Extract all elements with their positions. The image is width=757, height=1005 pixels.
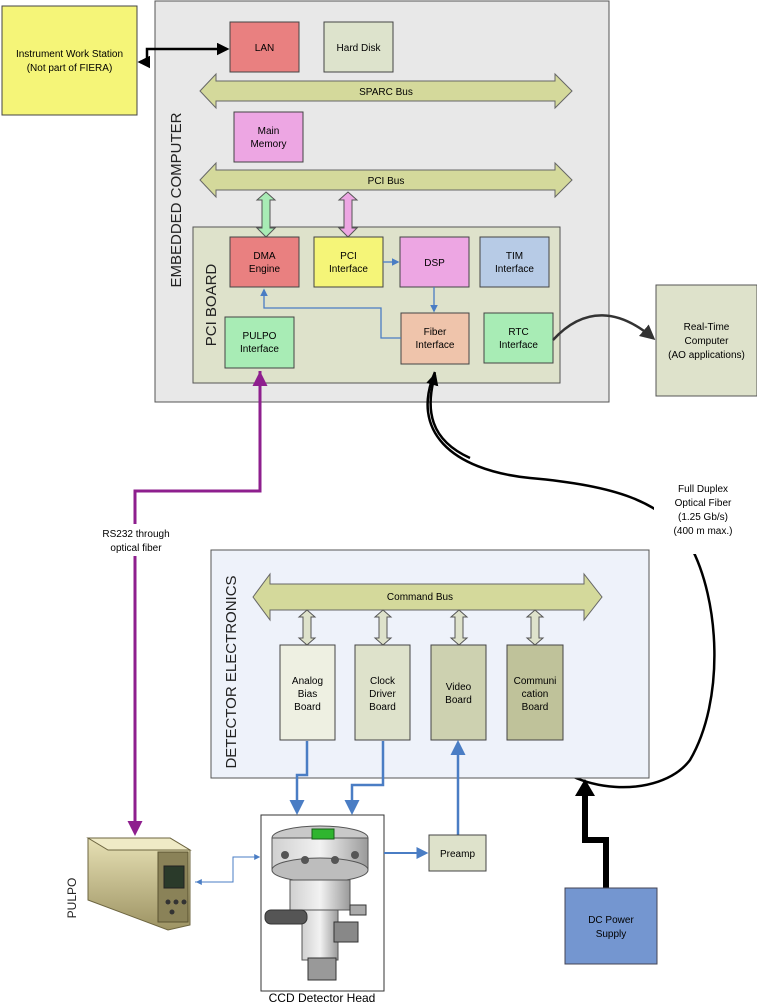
- pulpo-device: [86, 837, 192, 931]
- analog-bias-label-line-3: Board: [294, 702, 321, 713]
- preamp-box: Preamp: [428, 834, 487, 872]
- pci-bus-label: PCI Bus: [368, 176, 405, 187]
- lan-box: LAN: [229, 21, 300, 73]
- rs232-label-line-2: optical fiber: [110, 543, 162, 554]
- fiber-interface-label-line-2: Interface: [416, 340, 455, 351]
- clock-driver-label-line-2: Driver: [369, 689, 396, 700]
- rs232-label-line-1: RS232 through: [102, 529, 169, 540]
- analog-bias-label-line-2: Bias: [298, 689, 317, 700]
- dsp-box: DSP: [399, 236, 470, 288]
- main-memory-box: Main Memory: [233, 111, 304, 163]
- preamp-label: Preamp: [440, 849, 475, 860]
- rtc-link: [552, 314, 656, 341]
- clock-driver-label-line-1: Clock: [370, 676, 396, 687]
- fiber-interface-label-line-1: Fiber: [424, 327, 447, 338]
- analog-bias-label-line-1: Analog: [292, 676, 323, 687]
- rtc-computer-box: Real-Time Computer (AO applications): [655, 284, 757, 397]
- embedded-computer-label: EMBEDDED COMPUTER: [168, 112, 185, 287]
- ccd-label: CCD Detector Head: [269, 991, 376, 1005]
- main-memory-label-line-2: Memory: [250, 139, 286, 150]
- communication-board: Communi cation Board: [506, 644, 564, 741]
- detector-electronics-label: DETECTOR ELECTRONICS: [223, 575, 240, 768]
- sparc-bus-label: SPARC Bus: [359, 87, 413, 98]
- clock-driver-board: Clock Driver Board: [354, 644, 411, 741]
- dc-power-arrowhead: [575, 779, 595, 796]
- dma-engine-box: DMA Engine: [229, 236, 300, 288]
- pulpo-interface-label-line-1: PULPO: [243, 331, 277, 342]
- communication-label-line-2: cation: [522, 689, 549, 700]
- fiber-interface-box: Fiber Interface: [400, 312, 470, 365]
- main-memory-label-line-1: Main: [258, 126, 280, 137]
- analog-bias-board: Analog Bias Board: [279, 644, 336, 741]
- pulpo-label: PULPO: [65, 878, 79, 919]
- command-bus: Command Bus: [252, 572, 603, 622]
- tim-interface-label-line-2: Interface: [495, 264, 534, 275]
- fiber-label-line-4: (400 m max.): [674, 526, 733, 537]
- workstation-label-line-1: Instrument Work Station: [16, 49, 123, 60]
- video-board-label-line-1: Video: [446, 682, 472, 693]
- pci-board-label: PCI BOARD: [203, 264, 220, 347]
- rtc-computer-label-line-1: Real-Time: [684, 322, 730, 333]
- command-bus-label: Command Bus: [387, 592, 453, 603]
- dc-power-label-line-2: Supply: [596, 929, 627, 940]
- rtc-computer-label-line-3: (AO applications): [668, 350, 745, 361]
- clock-to-ccd-arrow: [344, 741, 385, 815]
- pci-bus: PCI Bus: [199, 161, 573, 199]
- hard-disk-box: Hard Disk: [323, 21, 394, 73]
- fiber-label-line-1: Full Duplex: [678, 484, 728, 495]
- dma-engine-label-line-2: Engine: [249, 264, 281, 275]
- rtc-interface-label-line-2: Interface: [499, 340, 538, 351]
- fiber-label-line-3: (1.25 Gb/s): [678, 512, 728, 523]
- pulpo-interface-box: PULPO Interface: [224, 316, 295, 369]
- pci-interface-label-line-2: Interface: [329, 264, 368, 275]
- dc-power-link: [582, 792, 609, 888]
- communication-label-line-1: Communi: [514, 676, 557, 687]
- fiber-label-line-2: Optical Fiber: [675, 498, 732, 509]
- tim-interface-label-line-1: TIM: [506, 251, 523, 262]
- clock-driver-label-line-3: Board: [369, 702, 396, 713]
- hard-disk-label: Hard Disk: [337, 43, 382, 54]
- analog-to-ccd-arrow: [289, 741, 309, 815]
- rtc-interface-label-line-1: RTC: [508, 327, 528, 338]
- pci-interface-box: PCI Interface: [313, 236, 384, 288]
- ccd-detector-head: [260, 814, 385, 992]
- dc-power-label-line-1: DC Power: [588, 915, 634, 926]
- fiber-to-dma-arrow: [260, 288, 401, 339]
- dma-engine-label-line-1: DMA: [253, 251, 276, 262]
- pulpo-ccd-link: [195, 854, 261, 883]
- pulpo-interface-label-line-2: Interface: [240, 344, 279, 355]
- workstation-box: Instrument Work Station (Not part of FIE…: [1, 5, 138, 116]
- dc-power-box: DC Power Supply: [564, 887, 658, 965]
- workstation-label-line-2: (Not part of FIERA): [27, 63, 113, 74]
- lan-label: LAN: [255, 43, 274, 54]
- pci-interface-label-line-1: PCI: [340, 251, 357, 262]
- tim-interface-box: TIM Interface: [479, 236, 550, 288]
- communication-label-line-3: Board: [522, 702, 549, 713]
- rtc-computer-label-line-2: Computer: [685, 336, 730, 347]
- rtc-interface-box: RTC Interface: [483, 312, 554, 364]
- video-board-label-line-2: Board: [445, 695, 472, 706]
- sparc-bus: SPARC Bus: [199, 72, 573, 110]
- dsp-label: DSP: [424, 258, 445, 269]
- video-board: Video Board: [430, 644, 487, 741]
